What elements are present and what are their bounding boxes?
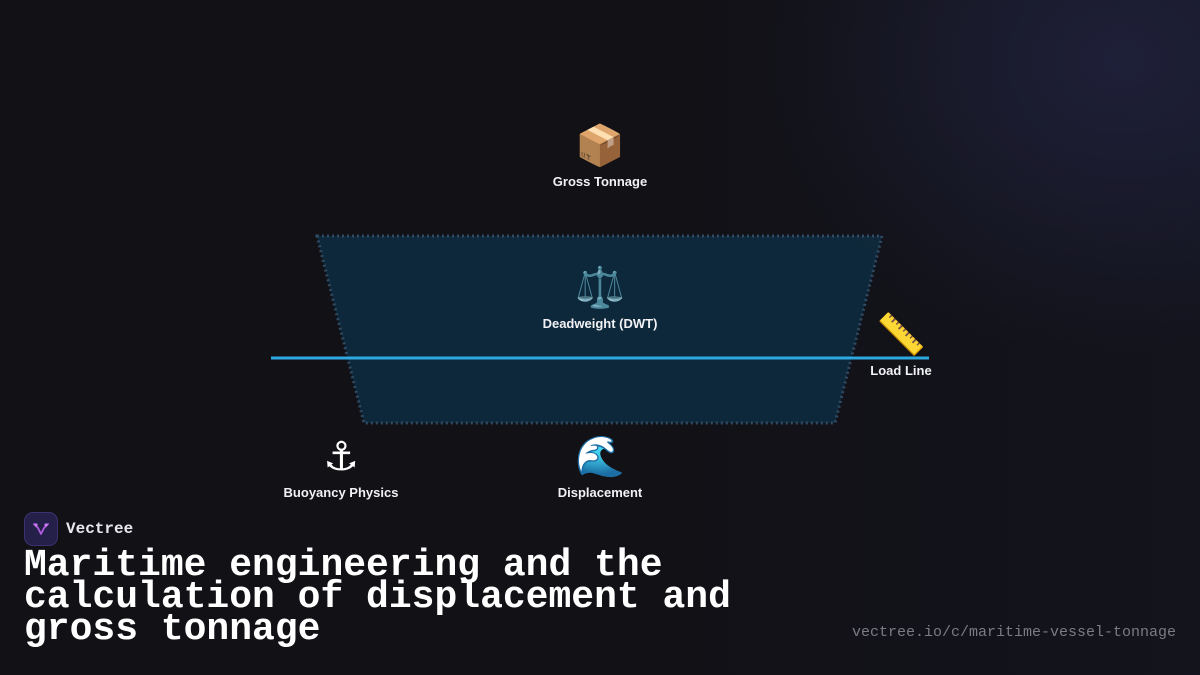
ruler-icon: 📏 <box>876 312 926 358</box>
displacement-label: Displacement <box>557 485 643 500</box>
page-title: Maritime engineering and the calculation… <box>24 544 731 651</box>
buoyancy-label: Buoyancy Physics <box>283 485 399 500</box>
hull-shape <box>315 234 884 425</box>
node-load-line: 📏 Load Line <box>801 311 1001 378</box>
node-deadweight: ⚖️ Deadweight (DWT) <box>500 264 700 331</box>
node-gross-tonnage: 📦 Gross Tonnage <box>500 122 700 189</box>
package-icon: 📦 <box>575 123 625 169</box>
gross-tonnage-label: Gross Tonnage <box>552 174 648 189</box>
brand[interactable]: Vectree <box>24 512 133 546</box>
source-url[interactable]: vectree.io/c/maritime-vessel-tonnage <box>851 624 1176 641</box>
wave-icon: 🌊 <box>575 434 625 480</box>
anchor-icon: ⚓ <box>323 434 359 480</box>
brand-name: Vectree <box>66 520 134 538</box>
node-buoyancy: ⚓ Buoyancy Physics <box>241 433 441 500</box>
scales-icon: ⚖️ <box>575 265 625 311</box>
deadweight-label: Deadweight (DWT) <box>542 316 658 331</box>
node-displacement: 🌊 Displacement <box>500 433 700 500</box>
load-line-label: Load Line <box>870 363 932 378</box>
vectree-logo-icon <box>24 512 58 546</box>
